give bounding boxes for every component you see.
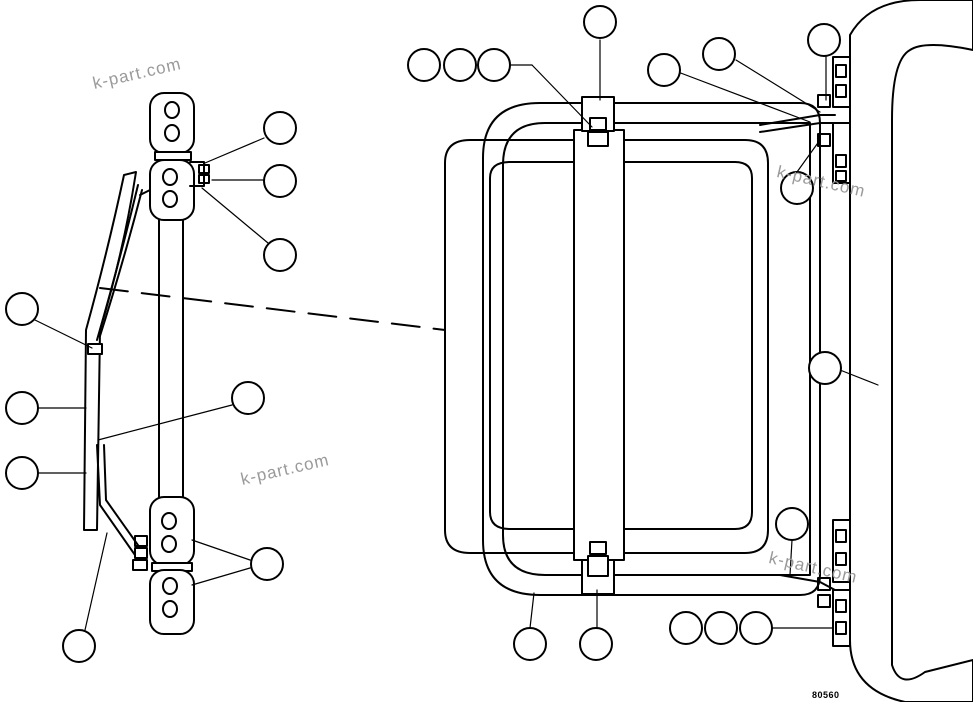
callout-circle [407, 48, 441, 82]
mirror-head-side [83, 171, 137, 531]
callout-circle [775, 507, 809, 541]
front-view-assembly [444, 0, 973, 702]
callout-circle [702, 37, 736, 71]
outer-frame-loop [482, 102, 821, 596]
callout-circle [477, 48, 511, 82]
callout-circles [5, 5, 842, 663]
callout-circle [807, 23, 841, 57]
mounting-bar [573, 129, 625, 561]
callout-circle [263, 238, 297, 272]
callout-circle [5, 456, 39, 490]
callout-circle [231, 381, 265, 415]
side-view-assembly [83, 92, 210, 635]
callout-circle [5, 391, 39, 425]
callout-circle [5, 292, 39, 326]
callout-circle [583, 5, 617, 39]
callout-circle [443, 48, 477, 82]
callout-circle [808, 351, 842, 385]
callout-circle [780, 171, 814, 205]
callout-circle [669, 611, 703, 645]
mirror-frame [444, 139, 769, 554]
bottom-clamp-block [149, 496, 195, 566]
callout-circle [263, 111, 297, 145]
callout-circle [739, 611, 773, 645]
callout-circle [62, 629, 96, 663]
left-leader-lines [34, 137, 269, 631]
reference-dashed-line [99, 287, 446, 331]
callout-circle [704, 611, 738, 645]
callout-circle [647, 53, 681, 87]
callout-circle [513, 627, 547, 661]
right-leader-lines [509, 39, 879, 629]
figure-id: 80560 [812, 690, 840, 700]
cab-pillar [849, 0, 973, 702]
callout-circle [579, 627, 613, 661]
callout-circle [263, 164, 297, 198]
callout-circle [250, 547, 284, 581]
